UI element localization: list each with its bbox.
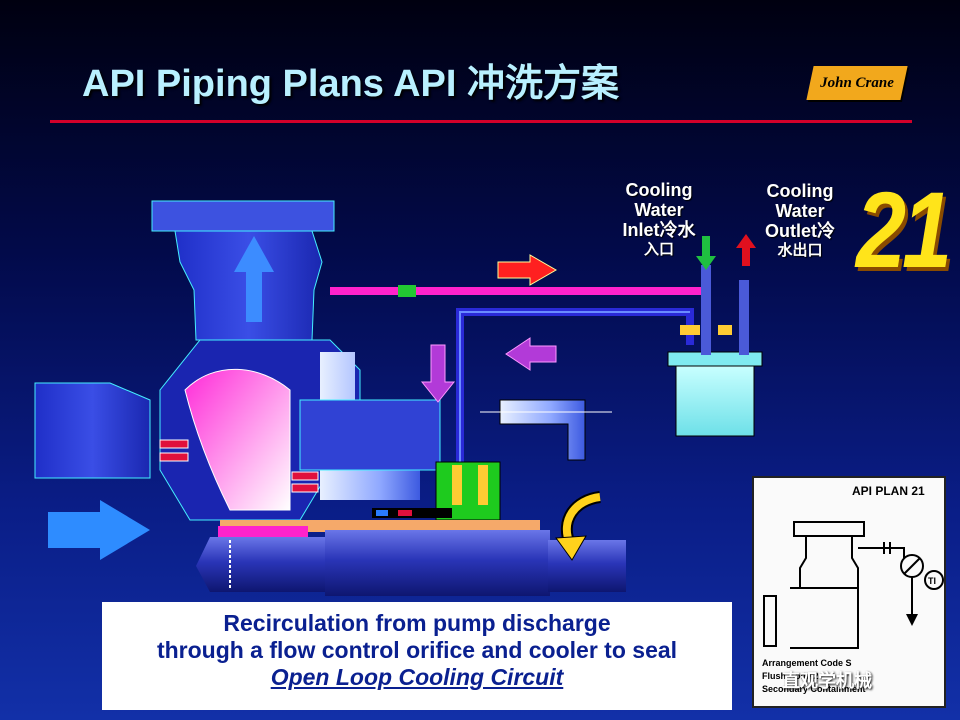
flow-orifice [398,285,416,297]
plan-number: 21 [856,171,952,292]
cooling-water-inlet-label: Cooling Water Inlet冷水 入口 [604,180,714,260]
impeller [184,368,291,511]
discharge-up-arrow [234,236,274,322]
cooling-out-arrow [736,234,756,266]
seal-face-1 [452,465,462,505]
wear-ring-1 [159,439,189,449]
inset-note2: Flush Code 2 [762,671,819,681]
api-plan-inset: API PLAN 21 TI Arrangement Code S Flush … [752,476,946,708]
seal-chamber [299,399,441,471]
cooling-inlet-pipe [701,265,711,355]
seal-spring-2 [398,510,412,516]
shaft-body [325,530,550,596]
rotation-arrow-head [555,535,587,561]
caption-line1: Recirculation from pump discharge [223,610,611,636]
shaft-end [548,540,626,592]
inset-schematic: TI [763,521,944,649]
caption-line2: through a flow control orifice and coole… [156,637,678,663]
fitting-1 [680,325,700,335]
inlet-line1: Cooling [625,180,693,200]
inlet-line2: Water [634,200,684,220]
suction-arrow [48,500,150,560]
cooling-outlet-pipe [739,280,749,355]
suction-casing [34,382,151,479]
seal-face-2 [478,465,488,505]
inset-note3: Secondary Containment [762,684,866,694]
discharge-flange [151,200,335,232]
outlet-line4: 水出口 [777,242,823,259]
impeller-hub [218,526,308,540]
watermark: 直观学机械 [782,671,872,691]
wear-ring-2 [159,452,189,462]
seal-spring-1 [376,510,388,516]
flow-arrow-down [420,344,456,403]
bracket-elbow [499,399,586,461]
cooling-in-arrow [696,236,716,270]
outlet-line1: Cooling [766,181,834,201]
title-divider [50,120,912,123]
inlet-line4: 入口 [643,241,674,258]
inlet-line3: Inlet冷水 [622,220,696,240]
outlet-line2: Water [775,201,825,221]
cooler-body [675,365,755,437]
fitting-2 [718,325,732,335]
page-title: API Piping Plans API 冲洗方案 [82,63,619,105]
flow-arrow-left [505,337,557,371]
wear-ring-3 [291,471,319,481]
flow-arrow-right [497,254,558,286]
inset-title: API PLAN 21 [852,484,925,498]
cooling-water-outlet-label: Cooling Water Outlet冷 水出口 [748,181,852,261]
wear-ring-4 [291,483,319,493]
recirculation-line [330,287,709,345]
ti-label: TI [928,576,936,586]
cooled-return-highlight [459,311,690,470]
shaft-nose [196,537,325,592]
outlet-line3: Outlet冷 [765,221,835,241]
caption-box: Recirculation from pump discharge throug… [102,602,732,710]
caption-line3: Open Loop Cooling Circuit [270,664,564,690]
inset-note1: Arrangement Code S [762,658,852,668]
